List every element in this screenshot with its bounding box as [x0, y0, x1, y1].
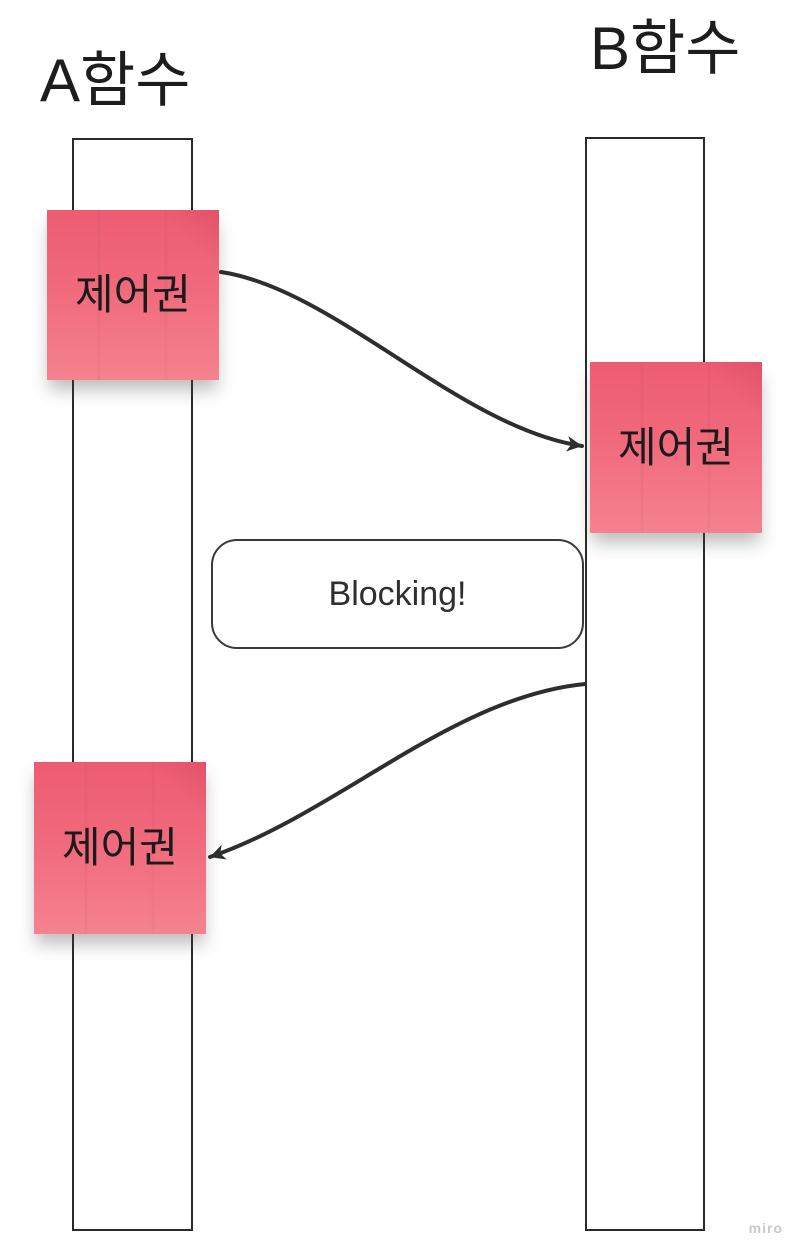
connector-call-arrow[interactable]	[219, 270, 584, 452]
blocking-callout[interactable]: Blocking!	[211, 539, 584, 649]
sticky-note-control-a1-label: 제어권	[75, 271, 191, 318]
sticky-note-control-a2[interactable]: 제어권	[34, 762, 206, 934]
sticky-note-control-b-label: 제어권	[618, 423, 734, 471]
sticky-note-control-b[interactable]: 제어권	[590, 362, 762, 533]
lifeline-b-rect[interactable]	[585, 137, 705, 1231]
miro-watermark: miro	[748, 1220, 783, 1236]
sticky-note-control-a2-label: 제어권	[62, 824, 178, 871]
connector-return-arrow[interactable]	[208, 682, 587, 860]
sticky-note-control-a1[interactable]: 제어권	[47, 210, 219, 380]
lifeline-a-title[interactable]: A함수	[40, 47, 191, 114]
blocking-callout-label: Blocking!	[328, 574, 467, 613]
lifeline-b-title[interactable]: B함수	[590, 15, 741, 82]
